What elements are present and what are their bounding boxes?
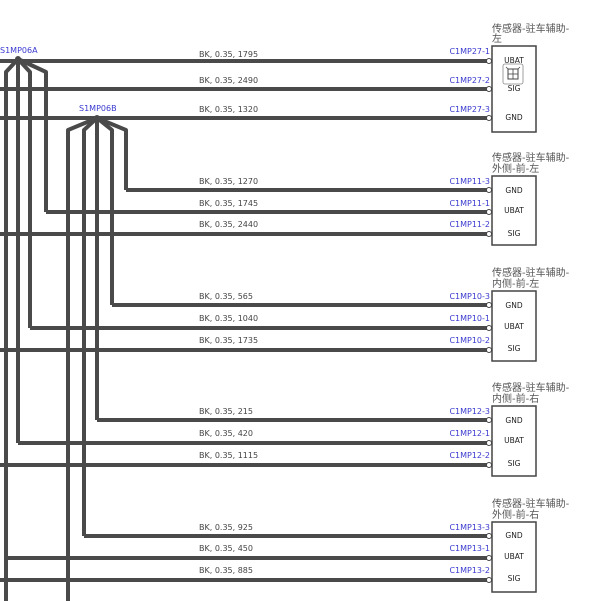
terminal-dot: [486, 302, 492, 308]
wire-spec: BK, 0.35, 420: [199, 429, 253, 438]
splice-b-label: S1MP06B: [79, 104, 117, 113]
wire-spec: BK, 0.35, 1320: [199, 105, 258, 114]
wire-spec: BK, 0.35, 925: [199, 523, 253, 532]
wire-spec: BK, 0.35, 885: [199, 566, 253, 575]
terminal-dot: [486, 58, 492, 64]
pin-label: SIG: [508, 84, 521, 93]
connector-title-line2: 左: [492, 32, 502, 45]
grid-capture-icon[interactable]: [502, 63, 524, 85]
pin-id: C1MP12-2: [449, 451, 490, 460]
pin-id: C1MP10-1: [449, 314, 490, 323]
connector-title-line1: 传感器-驻车辅助-: [492, 22, 570, 35]
terminal-dot: [486, 187, 492, 193]
terminal-dot: [486, 417, 492, 423]
connector-title-line1: 传感器-驻车辅助-: [492, 381, 570, 394]
pin-id: C1MP11-2: [449, 220, 490, 229]
terminal-dot: [486, 347, 492, 353]
terminal-dot: [486, 325, 492, 331]
connector-box: [491, 521, 537, 593]
terminal-dot: [486, 555, 492, 561]
pin-label: GND: [505, 531, 522, 540]
terminal-dot: [486, 231, 492, 237]
pin-id: C1MP11-3: [449, 177, 490, 186]
connector-c1mp27: 传感器-驻车辅助- 左 UBAT SIG GND BK, 0.35, 1795 …: [199, 22, 570, 133]
pin-label: UBAT: [504, 322, 524, 331]
terminal-dot: [486, 115, 492, 121]
connector-box: [491, 175, 537, 246]
terminal-dot: [486, 577, 492, 583]
connector-c1mp12: 传感器-驻车辅助- 内侧-前-右 GND UBAT SIG BK, 0.35, …: [199, 381, 570, 477]
wire-spec: BK, 0.35, 1735: [199, 336, 258, 345]
pin-label: UBAT: [504, 436, 524, 445]
pin-id: C1MP13-3: [449, 523, 490, 532]
pin-label: SIG: [508, 574, 521, 583]
connector-title-line2: 内侧-前-右: [492, 392, 539, 405]
wire-spec: BK, 0.35, 1040: [199, 314, 258, 323]
pin-id: C1MP10-3: [449, 292, 490, 301]
pin-id: C1MP10-2: [449, 336, 490, 345]
wire-spec: BK, 0.35, 2490: [199, 76, 258, 85]
pin-id: C1MP27-1: [449, 47, 490, 56]
pin-id: C1MP11-1: [449, 199, 490, 208]
wire-spec: BK, 0.35, 1745: [199, 199, 258, 208]
connector-title-line1: 传感器-驻车辅助-: [492, 497, 570, 510]
connector-title-line2: 外侧-前-右: [492, 508, 539, 521]
splice-a-dot: [15, 56, 21, 62]
pin-label: SIG: [508, 459, 521, 468]
pin-label: UBAT: [504, 206, 524, 215]
terminal-dot: [486, 209, 492, 215]
connector-c1mp10: 传感器-驻车辅助- 内侧-前-左 GND UBAT SIG BK, 0.35, …: [199, 266, 570, 362]
pin-label: SIG: [508, 344, 521, 353]
wire-splice-b-fan-2: [82, 116, 99, 536]
pin-label: UBAT: [504, 56, 524, 65]
connector-title-line2: 内侧-前-左: [492, 277, 539, 290]
pin-label: SIG: [508, 229, 521, 238]
connector-box: [491, 405, 537, 477]
terminal-dot: [486, 86, 492, 92]
connector-c1mp11: 传感器-驻车辅助- 外侧-前-左 GND UBAT SIG BK, 0.35, …: [199, 151, 570, 246]
connector-title-line2: 外侧-前-左: [492, 162, 539, 175]
wire-spec: BK, 0.35, 215: [199, 407, 253, 416]
connector-title-line1: 传感器-驻车辅助-: [492, 151, 570, 164]
terminal-dot: [486, 462, 492, 468]
wire-harness: [0, 57, 488, 601]
wire-spec: BK, 0.35, 450: [199, 544, 253, 553]
pin-label: GND: [505, 301, 522, 310]
pin-id: C1MP13-1: [449, 544, 490, 553]
pin-id: C1MP27-3: [449, 105, 490, 114]
wire-splice-b-fan-4: [95, 116, 114, 305]
wire-splice-a-fan-3: [17, 57, 48, 212]
pin-label: GND: [505, 186, 522, 195]
wire-spec: BK, 0.35, 1270: [199, 177, 258, 186]
pin-label: GND: [505, 416, 522, 425]
wire-spec: BK, 0.35, 1795: [199, 50, 258, 59]
connector-box: [491, 45, 537, 133]
pin-label: GND: [505, 113, 522, 122]
wire-spec: BK, 0.35, 2440: [199, 220, 258, 229]
pin-id: C1MP12-3: [449, 407, 490, 416]
pin-id: C1MP13-2: [449, 566, 490, 575]
pin-id: C1MP12-1: [449, 429, 490, 438]
splice-a-label: S1MP06A: [0, 46, 38, 55]
connector-title-line1: 传感器-驻车辅助-: [492, 266, 570, 279]
wire-spec: BK, 0.35, 1115: [199, 451, 258, 460]
connector-box: [491, 290, 537, 362]
pin-label: UBAT: [504, 552, 524, 561]
connector-c1mp13: 传感器-驻车辅助- 外侧-前-右 GND UBAT SIG BK, 0.35, …: [199, 497, 570, 593]
pin-id: C1MP27-2: [449, 76, 490, 85]
splice-b-dot: [94, 115, 100, 121]
terminal-dot: [486, 440, 492, 446]
wire-spec: BK, 0.35, 565: [199, 292, 253, 301]
terminal-dot: [486, 533, 492, 539]
